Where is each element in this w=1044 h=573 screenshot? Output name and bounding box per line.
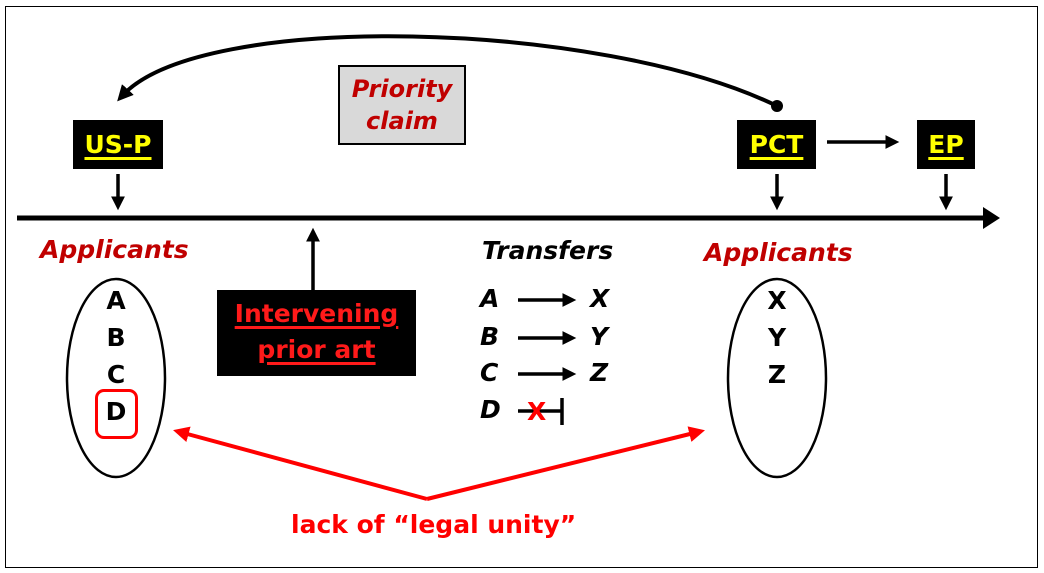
right-applicant-x: X (767, 286, 787, 315)
intervening-line1: Intervening (234, 299, 399, 328)
intervening-line2: prior art (257, 335, 376, 364)
slide-frame (5, 6, 1038, 568)
legal-unity-right-arrow (426, 426, 705, 501)
ep-label: EP (928, 130, 964, 159)
priority-claim-curve (117, 34, 778, 108)
intervening-prior-art-box: Intervening prior art (217, 290, 416, 376)
priority-claim-box: Priority claim (338, 65, 466, 145)
ep-box: EP (917, 120, 975, 169)
pct-box: PCT (737, 120, 816, 169)
left-applicants-label: Applicants (40, 235, 189, 264)
left-applicant-a: A (106, 286, 126, 315)
left-applicant-b: B (106, 323, 126, 352)
priority-claim-line1: Priority (351, 75, 453, 103)
legal-unity-left-arrow (173, 426, 428, 501)
us-p-label: US-P (84, 130, 152, 159)
right-applicant-z: Z (767, 360, 787, 389)
priority-claim-line2: claim (366, 107, 438, 135)
priority-claim-origin-dot (771, 100, 783, 112)
transfer-from-b: B (480, 322, 500, 351)
legal-unity-annotation: lack of “legal unity” (291, 510, 577, 539)
timeline-arrowhead (983, 207, 1000, 229)
transfer-to-y: Y (590, 322, 609, 351)
us-p-box: US-P (73, 120, 163, 169)
left-applicant-d: D (105, 397, 127, 426)
blocked-transfer-x-icon: X (527, 397, 547, 426)
right-applicants-label: Applicants (704, 238, 853, 267)
right-applicants-ellipse (726, 277, 828, 479)
left-applicant-c: C (106, 360, 126, 389)
pct-label: PCT (749, 130, 804, 159)
transfer-to-x: X (590, 284, 610, 313)
transfer-to-z: Z (590, 358, 609, 387)
left-applicants-ellipse (65, 277, 167, 479)
transfer-from-d: D (480, 395, 501, 424)
right-applicant-y: Y (767, 323, 787, 352)
highlight-box-d (95, 389, 138, 439)
transfer-from-a: A (480, 284, 500, 313)
transfer-from-c: C (480, 358, 499, 387)
transfers-label: Transfers (482, 236, 614, 265)
